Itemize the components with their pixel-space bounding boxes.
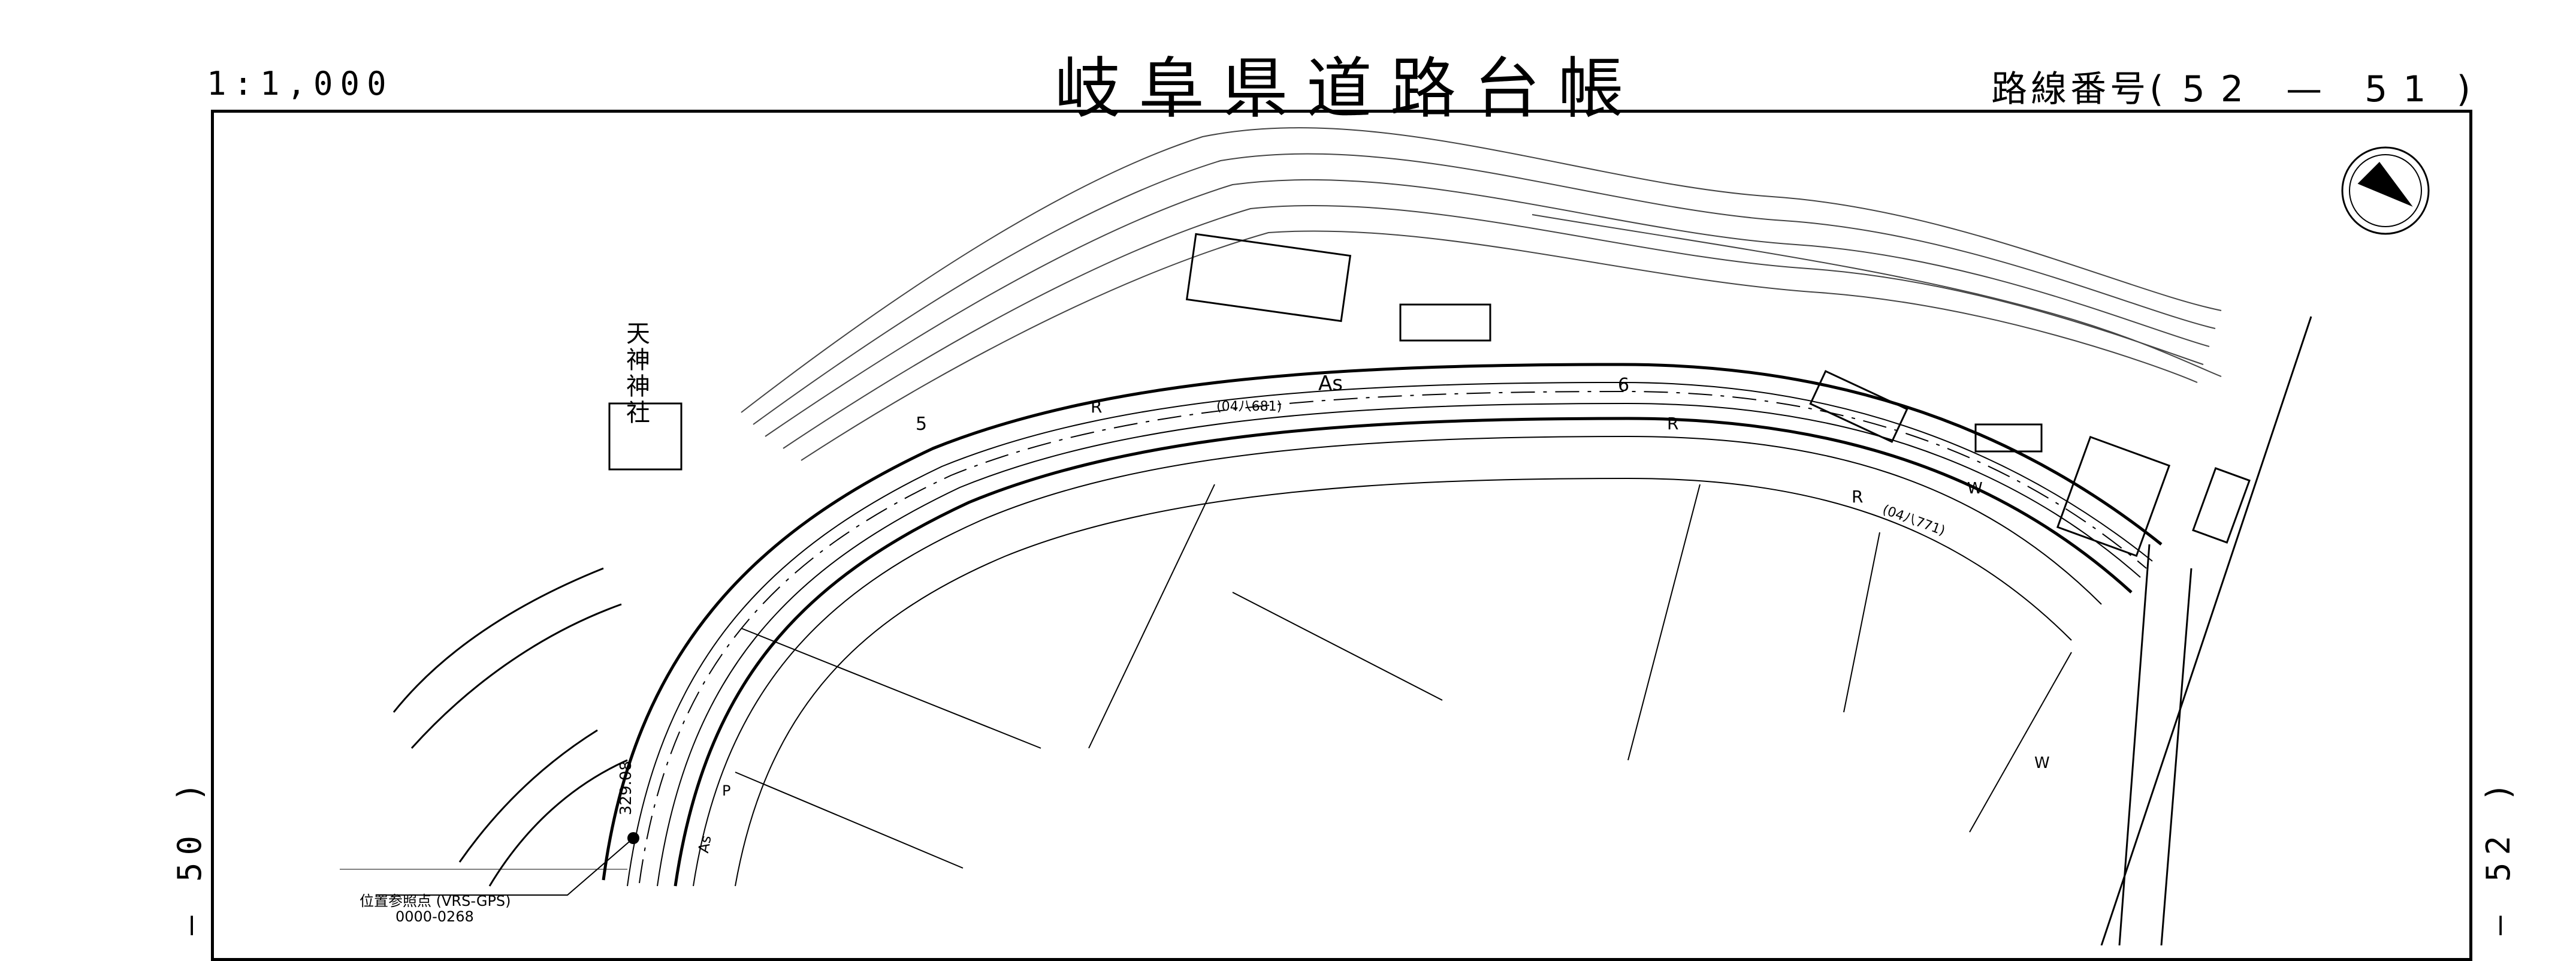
road-main [602, 363, 2163, 887]
north-arrow-icon [2341, 146, 2430, 235]
road-edge-lines [627, 381, 2153, 887]
station-6: 6 [1618, 375, 1630, 396]
side-road-left [392, 567, 628, 887]
shrine-name: 天神神社 [626, 320, 650, 427]
r-mark-3: R [1852, 487, 1864, 507]
r-mark-2: R [1667, 414, 1679, 433]
ledger-ref-1: (04八681) [1216, 399, 1282, 414]
adjacent-sheet-right[interactable]: — 52 ) [2480, 775, 2517, 935]
reference-point: 位置参照点 (VRS-GPS) 0000-0268 [360, 893, 511, 924]
map-drawing [340, 127, 2430, 945]
landuse-w-2: W [2034, 754, 2050, 772]
surface-label: As [1318, 372, 1343, 396]
route-number-label: 路線番号( [1991, 68, 2167, 110]
reference-point-code: 0000-0268 [395, 908, 474, 925]
field-boundaries [735, 484, 2072, 869]
side-road-right [2100, 316, 2312, 945]
map-frame [211, 110, 2472, 961]
buildings [608, 233, 2251, 558]
route-number-value: 52 — 51 [2182, 68, 2442, 110]
r-mark-1: R [1091, 397, 1103, 417]
reference-point-label: 位置参照点 (VRS-GPS) [360, 893, 511, 909]
elevation-label: 329.08 [617, 761, 635, 815]
road-centerline [639, 390, 2147, 884]
adjacent-sheet-left[interactable]: — 50 ) [171, 775, 209, 935]
surface-label-small: As [695, 834, 715, 854]
contour-lines [741, 127, 2222, 461]
scale-label: 1:1,000 [207, 65, 394, 103]
parking-label: P [722, 782, 731, 799]
reference-point-marker [340, 832, 639, 896]
route-number: 路線番号( 52 — 51 ) [1991, 60, 2474, 112]
sheet-title: 岐阜県道路台帳 [1055, 50, 1642, 127]
station-5: 5 [916, 414, 928, 435]
landuse-w-1: W [1967, 480, 1983, 498]
route-number-close: ) [2456, 68, 2474, 110]
retaining-wall [693, 435, 2102, 887]
